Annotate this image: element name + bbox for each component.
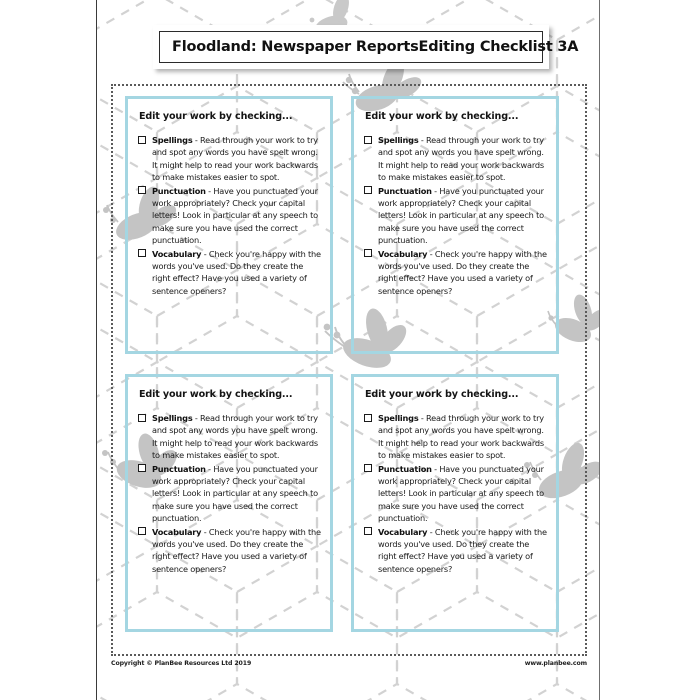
checklist-item-term: Punctuation: [152, 185, 206, 196]
checklist-item[interactable]: Vocabulary - Check you're happy with the…: [363, 526, 547, 576]
checklist-item-term: Vocabulary: [378, 526, 428, 537]
checklist-item-text: - Have you punctuated your work appropri…: [378, 185, 544, 246]
checklist-item-term: Punctuation: [152, 463, 206, 474]
checkbox-icon[interactable]: [364, 464, 372, 473]
checklist-item-text: - Check you're happy with the words you'…: [378, 526, 547, 574]
page-footer: Copyright © PlanBee Resources Ltd 2019 w…: [111, 660, 587, 667]
checklist-item-text: - Read through your work to try and spot…: [378, 135, 544, 183]
worksheet-subtitle: Editing Checklist 3A: [418, 39, 579, 55]
checkbox-icon[interactable]: [138, 464, 146, 473]
checklist-item-text: - Have you punctuated your work appropri…: [152, 463, 318, 524]
checklist-item-term: Punctuation: [378, 185, 432, 196]
checklist-item-term: Vocabulary: [378, 248, 428, 259]
panel-heading: Edit your work by checking...: [365, 111, 519, 122]
checklist-panel: Edit your work by checking... Spellings …: [125, 96, 333, 354]
checkbox-icon[interactable]: [364, 249, 372, 258]
checklist-item-text: - Have you punctuated your work appropri…: [152, 185, 318, 246]
checkbox-icon[interactable]: [138, 527, 146, 536]
checkbox-icon[interactable]: [138, 413, 146, 422]
checklist-item[interactable]: Vocabulary - Check you're happy with the…: [137, 248, 321, 298]
checklist-panel: Edit your work by checking... Spellings …: [351, 374, 559, 632]
checklist-item[interactable]: Spellings - Read through your work to tr…: [137, 412, 321, 462]
checklist-item-text: - Read through your work to try and spot…: [378, 413, 544, 461]
checklist-item[interactable]: Spellings - Read through your work to tr…: [363, 412, 547, 462]
checkbox-icon[interactable]: [138, 186, 146, 195]
checklist-panel-grid: Edit your work by checking... Spellings …: [125, 96, 575, 644]
checklist-item-term: Vocabulary: [152, 526, 202, 537]
checklist-item[interactable]: Punctuation - Have you punctuated your w…: [363, 185, 547, 247]
checklist-item-text: - Check you're happy with the words you'…: [152, 526, 321, 574]
copyright-text: Copyright © PlanBee Resources Ltd 2019: [111, 660, 252, 667]
checklist-item-term: Spellings: [378, 135, 419, 145]
checklist-item[interactable]: Vocabulary - Check you're happy with the…: [363, 248, 547, 298]
worksheet-title: Floodland: Newspaper Reports: [172, 39, 419, 55]
checklist-item[interactable]: Vocabulary - Check you're happy with the…: [137, 526, 321, 576]
worksheet-page: Floodland: Newspaper Reports Editing Che…: [96, 0, 600, 700]
checkbox-icon[interactable]: [364, 186, 372, 195]
checkbox-icon[interactable]: [138, 135, 146, 144]
checklist-item-term: Spellings: [152, 135, 193, 145]
panel-heading: Edit your work by checking...: [139, 389, 293, 400]
checklist-item[interactable]: Punctuation - Have you punctuated your w…: [363, 463, 547, 525]
checklist-item-text: - Check you're happy with the words you'…: [378, 248, 547, 296]
checklist-item-term: Vocabulary: [152, 248, 202, 259]
checklist-item[interactable]: Punctuation - Have you punctuated your w…: [137, 185, 321, 247]
checklist-item-term: Spellings: [152, 413, 193, 423]
checklist-item-text: - Read through your work to try and spot…: [152, 135, 318, 183]
website-link[interactable]: www.planbee.com: [524, 660, 587, 667]
title-banner-inner: Floodland: Newspaper Reports Editing Che…: [159, 31, 579, 63]
checklist-item[interactable]: Spellings - Read through your work to tr…: [363, 134, 547, 184]
checklist-item[interactable]: Spellings - Read through your work to tr…: [137, 134, 321, 184]
checklist-item-text: - Check you're happy with the words you'…: [152, 248, 321, 296]
title-banner: Floodland: Newspaper Reports Editing Che…: [153, 25, 579, 69]
checklist-panel: Edit your work by checking... Spellings …: [125, 374, 333, 632]
checklist-item-term: Punctuation: [378, 463, 432, 474]
checklist-item[interactable]: Punctuation - Have you punctuated your w…: [137, 463, 321, 525]
panel-heading: Edit your work by checking...: [365, 389, 519, 400]
checkbox-icon[interactable]: [364, 413, 372, 422]
checkbox-icon[interactable]: [364, 135, 372, 144]
checkbox-icon[interactable]: [138, 249, 146, 258]
checkbox-icon[interactable]: [364, 527, 372, 536]
checklist-panel: Edit your work by checking... Spellings …: [351, 96, 559, 354]
panel-heading: Edit your work by checking...: [139, 111, 293, 122]
checklist-item-text: - Read through your work to try and spot…: [152, 413, 318, 461]
checklist-item-text: - Have you punctuated your work appropri…: [378, 463, 544, 524]
checklist-item-term: Spellings: [378, 413, 419, 423]
